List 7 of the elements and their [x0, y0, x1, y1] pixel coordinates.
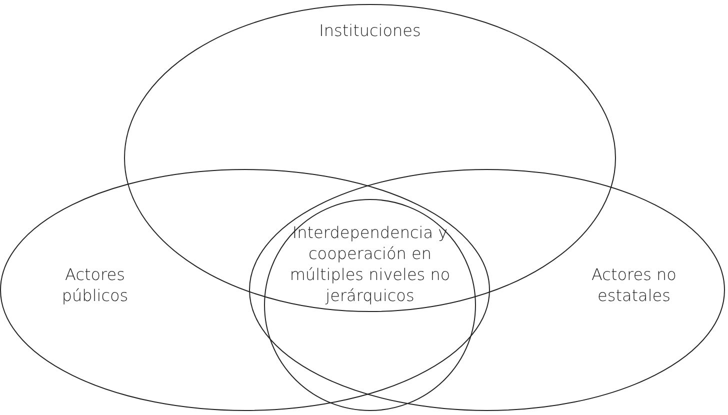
circle-label: Instituciones: [318, 20, 422, 41]
circle-label: Actores públicos: [60, 264, 130, 306]
circle-label: Actores no estatales: [590, 264, 678, 306]
venn-ellipse: [0, 169, 490, 411]
venn-ellipse: [264, 199, 476, 411]
venn-ellipse: [249, 169, 725, 411]
circle-label: Interdependencia y cooperación en múltiples niveles no jerárquicos: [288, 222, 452, 306]
